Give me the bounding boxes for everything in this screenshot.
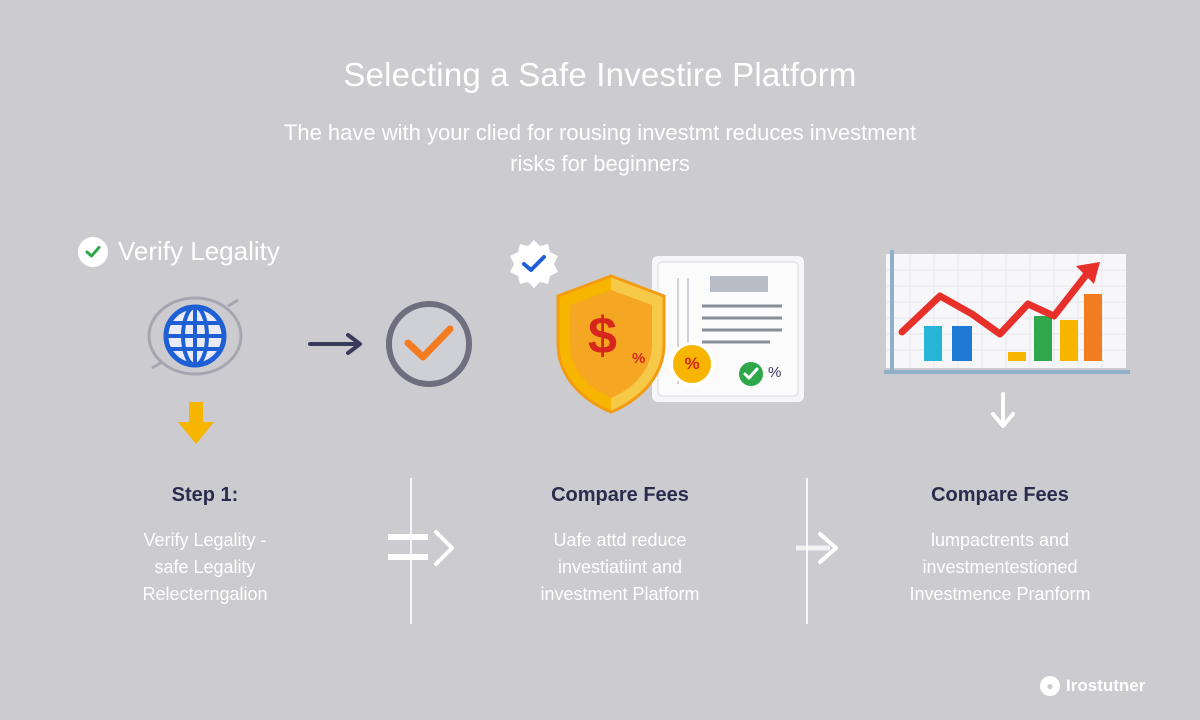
shield-dollar-icon: $ % (552, 272, 670, 416)
step-heading: Compare Fees (551, 484, 689, 506)
step-description: Uafe attd reduce investiatiint and inves… (470, 527, 770, 608)
step-column-3: Compare Fees lumpactrents and investment… (850, 484, 1150, 608)
step-description-line: lumpactrents and (930, 530, 1070, 550)
verified-badge-icon (510, 240, 558, 288)
column-divider (410, 478, 412, 624)
brand-badge: ● Irostutner (1040, 676, 1145, 696)
document-icon: % (650, 254, 808, 404)
step-description: Verify Legality - safe Legality Relecter… (60, 527, 350, 608)
verify-legality-heading: Verify Legality (78, 236, 280, 267)
brand-logo-icon: ● (1040, 676, 1060, 696)
step-heading: Step 1: (171, 484, 239, 506)
column-divider (806, 478, 808, 624)
brand-name: Irostutner (1066, 676, 1146, 695)
arrow-chevron-icon (796, 532, 838, 564)
check-badge-icon (78, 236, 108, 267)
step-description-line: Verify Legality - (143, 530, 267, 550)
subtitle-line-2: risks for beginners (510, 151, 690, 176)
step-description-line: investmentestioned (922, 557, 1078, 577)
step-column-1: Step 1: Verify Legality - safe Legality … (60, 484, 350, 608)
arrow-chevron-icon (388, 530, 454, 566)
globe-icon (147, 296, 243, 376)
step-description-line: investiatiint and (557, 557, 683, 577)
step-description-line: investment Platform (540, 584, 700, 604)
step-description: lumpactrents and investmentestioned Inve… (850, 527, 1150, 608)
step-description-line: Uafe attd reduce (553, 530, 687, 550)
step-description-line: Relecterngalion (142, 584, 268, 604)
percent-badge-icon: % (670, 342, 714, 386)
step-column-2: Compare Fees Uafe attd reduce investiati… (470, 484, 770, 608)
document-percent-label: % (768, 364, 782, 381)
arrow-right-icon (308, 333, 362, 355)
page-title: Selecting a Safe Investire Platform (343, 56, 857, 93)
checkmark-circle-icon (386, 301, 472, 387)
shield-percent-symbol: % (632, 350, 646, 367)
step-description-line: Investmence Pranform (909, 584, 1091, 604)
step-description-line: safe Legality (154, 557, 256, 577)
bar-chart-icon (884, 250, 1130, 374)
verify-legality-label: Verify Legality (118, 236, 280, 266)
subtitle-line-1: The have with your clied for rousing inv… (283, 120, 917, 145)
arrow-down-icon (991, 392, 1015, 428)
arrow-down-icon (178, 402, 214, 444)
step-heading: Compare Fees (931, 484, 1069, 506)
shield-dollar-symbol: $ (588, 307, 617, 365)
